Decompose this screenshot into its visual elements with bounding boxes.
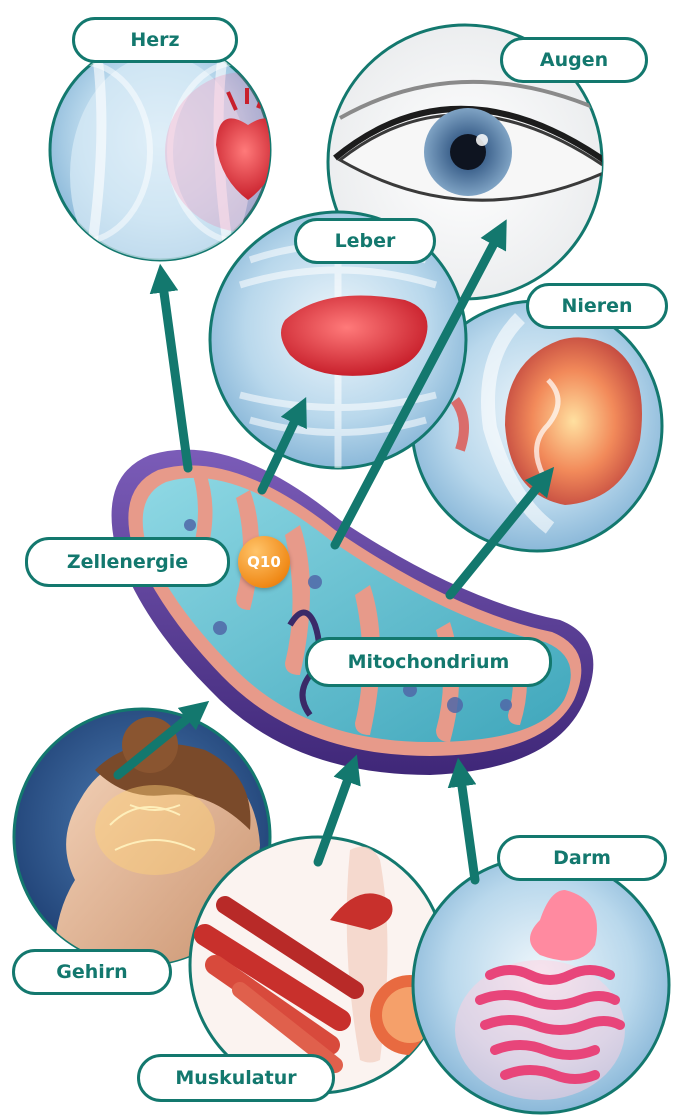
label-eyes: Augen: [500, 37, 648, 83]
label-cell-energy: Zellenergie: [25, 537, 230, 587]
gut-illustration: [413, 855, 669, 1113]
label-kidneys: Nieren: [526, 283, 668, 329]
q10-badge: Q10: [238, 536, 290, 588]
label-mitochondrion: Mitochondrium: [305, 637, 552, 687]
label-muscles: Muskulatur: [137, 1054, 335, 1102]
arrow-to-heart: [162, 278, 188, 468]
label-brain: Gehirn: [12, 949, 172, 995]
arrow-from-gut: [460, 772, 475, 880]
label-gut: Darm: [497, 835, 667, 881]
brain-glow: [95, 785, 215, 875]
label-heart: Herz: [72, 17, 238, 63]
label-liver: Leber: [294, 218, 436, 264]
